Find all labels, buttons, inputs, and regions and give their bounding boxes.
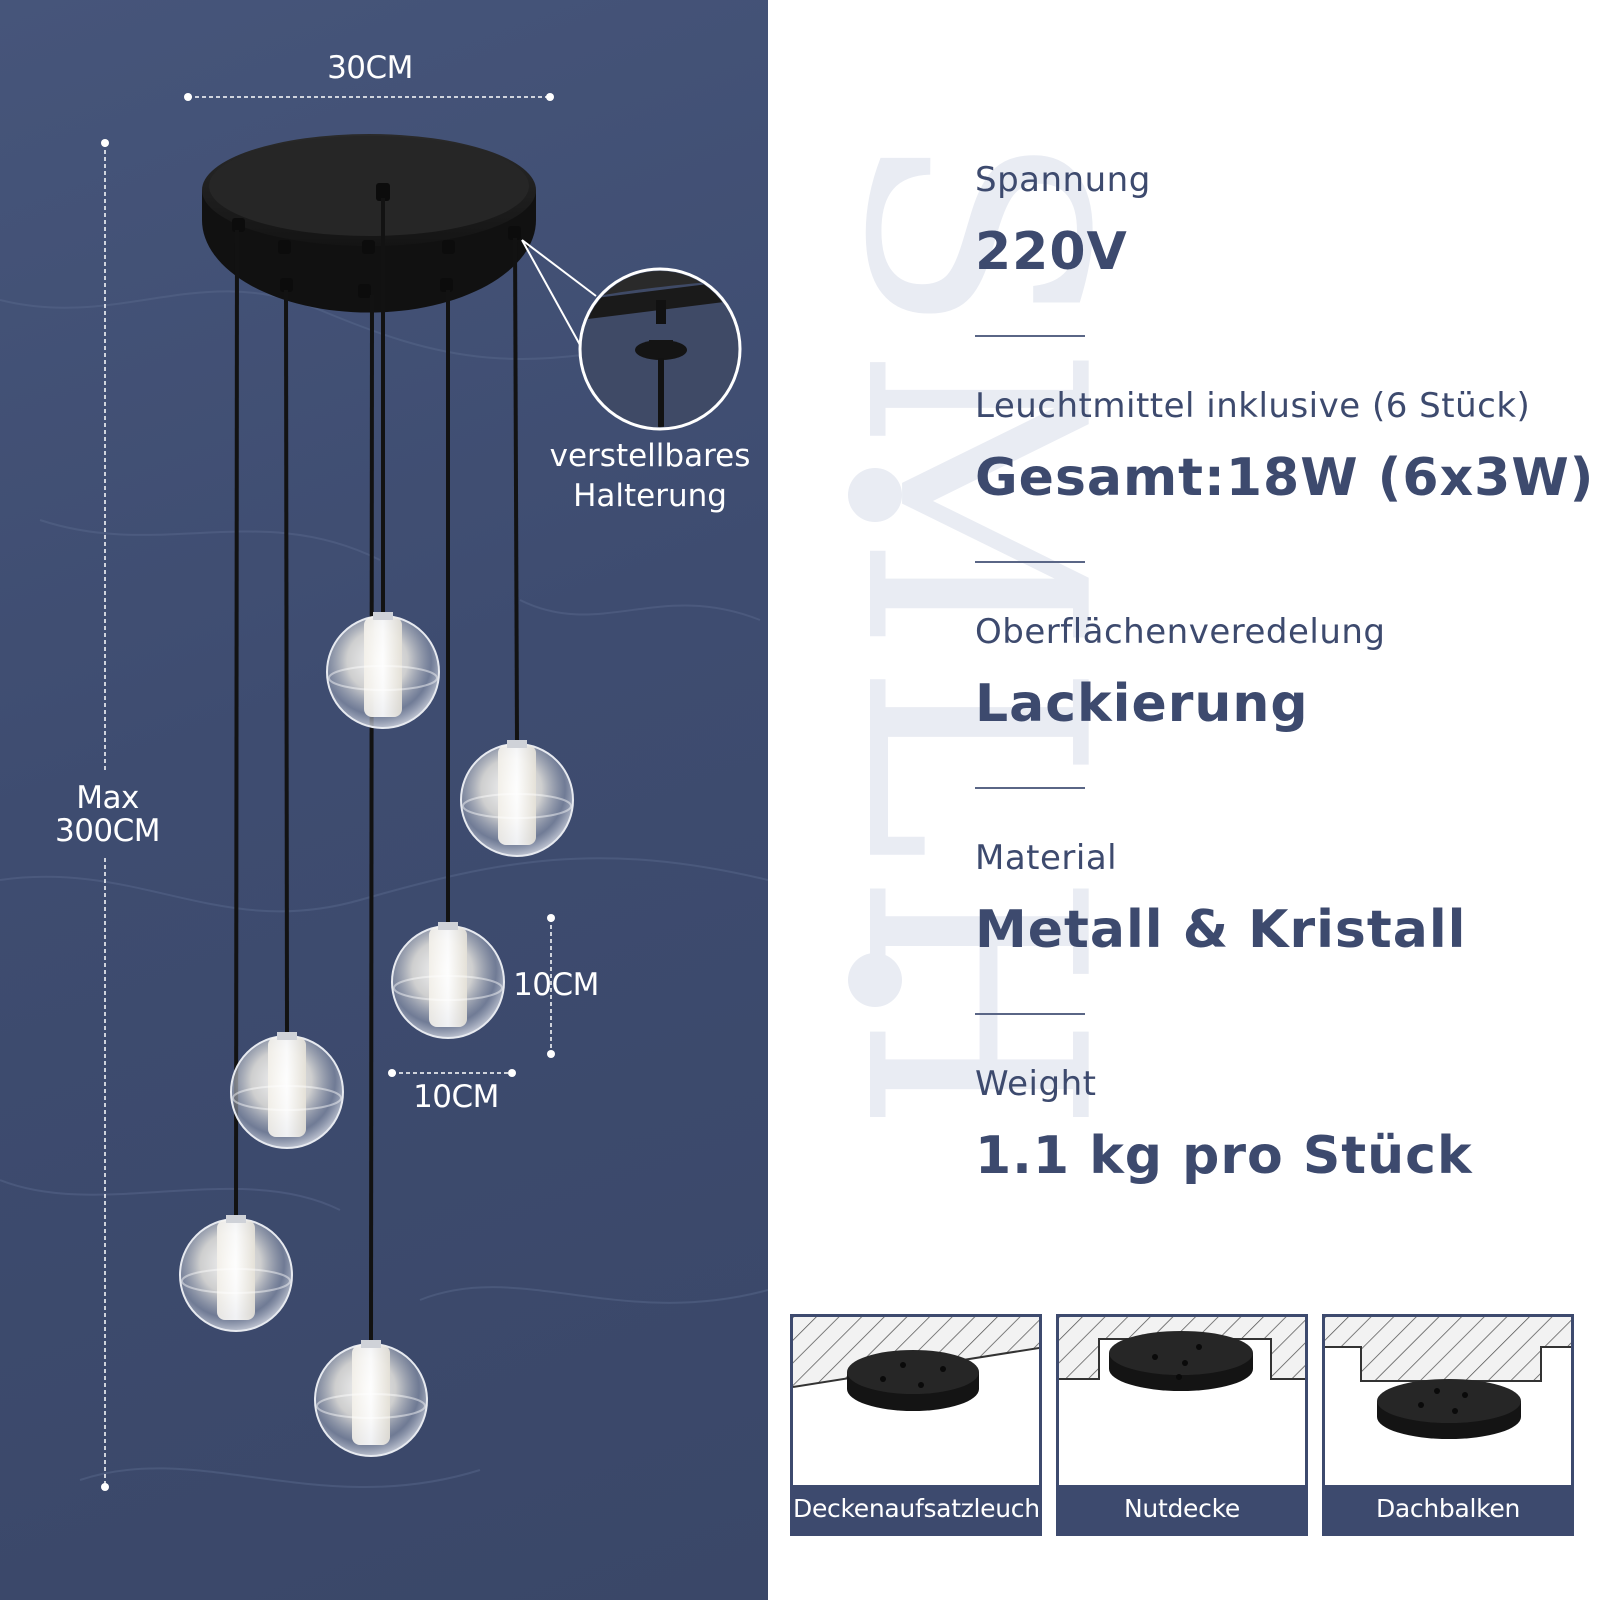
globe-height-label: 10CM	[513, 967, 599, 1003]
callout-line1: verstellbares	[549, 438, 751, 474]
spec-voltage-label: Spannung	[975, 160, 1151, 200]
spec-material-label: Material	[975, 838, 1118, 878]
callout-line2: Halterung	[573, 478, 727, 515]
spec-finish-value: Lackierung	[975, 674, 1309, 734]
product-image-panel: 30CM Max 300CM 10CM 10CM verstellbares H…	[0, 0, 768, 1600]
spec-bulbs-value: Gesamt:18W (6x3W)	[975, 448, 1595, 508]
ceiling-canopy	[202, 134, 536, 313]
globe-6	[314, 1340, 428, 1457]
globe-2	[460, 740, 574, 857]
install-option-beam: Dachbalken	[1322, 1314, 1574, 1536]
install-option-surface: Deckenaufsatzleuchte	[790, 1314, 1042, 1536]
marble-texture	[0, 290, 768, 1488]
spec-material-value: Metall & Kristall	[975, 900, 1467, 960]
spec-divider	[975, 787, 1085, 789]
width-dimension-line	[184, 93, 554, 101]
globe-width-label: 10CM	[413, 1079, 499, 1115]
adjustable-mount-label: verstellbares Halterung	[530, 436, 768, 517]
spec-weight-label: Weight	[975, 1064, 1097, 1104]
spec-bulbs: Leuchtmittel inklusive (6 Stück) Gesamt:…	[975, 386, 1595, 508]
globe-5	[179, 1215, 293, 1332]
recessed-ceiling-illustration	[1059, 1317, 1305, 1391]
globe-3	[391, 922, 505, 1039]
pendant-cables	[234, 198, 519, 1343]
height-dimension-label: Max 300CM	[40, 782, 175, 847]
spec-divider	[975, 561, 1085, 563]
detail-callout	[521, 239, 742, 431]
spec-divider	[975, 335, 1085, 337]
install-caption-surface: Deckenaufsatzleuchte	[793, 1485, 1039, 1533]
install-option-recessed: Nutdecke	[1056, 1314, 1308, 1536]
crystal-globes	[179, 612, 574, 1457]
install-caption-beam: Dachbalken	[1325, 1485, 1571, 1533]
globe-1	[326, 612, 440, 729]
width-dimension-label: 30CM	[327, 50, 413, 86]
globe-4	[230, 1032, 344, 1149]
install-caption-recessed: Nutdecke	[1059, 1485, 1305, 1533]
spec-bulbs-label: Leuchtmittel inklusive (6 Stück)	[975, 386, 1531, 426]
globe-dimension-lines	[388, 914, 555, 1077]
height-label-line1: Max	[76, 780, 139, 816]
surface-mount-illustration	[793, 1317, 1039, 1411]
spec-voltage-value: 220V	[975, 222, 1128, 282]
spec-voltage: Spannung 220V	[975, 160, 1595, 282]
spec-divider	[975, 1013, 1085, 1015]
spec-finish-label: Oberflächenveredelung	[975, 612, 1386, 652]
spec-finish: Oberflächenveredelung Lackierung	[975, 612, 1595, 734]
spec-material: Material Metall & Kristall	[975, 838, 1595, 960]
height-label-line2: 300CM	[54, 812, 161, 849]
beam-mount-illustration	[1325, 1317, 1571, 1439]
spec-weight-value: 1.1 kg pro Stück	[975, 1126, 1473, 1186]
brand-watermark: SMLH	[820, 130, 1148, 1144]
pendant-lamp-illustration	[0, 93, 768, 1491]
height-dimension-line	[101, 139, 109, 1491]
spec-weight: Weight 1.1 kg pro Stück	[975, 1064, 1595, 1186]
